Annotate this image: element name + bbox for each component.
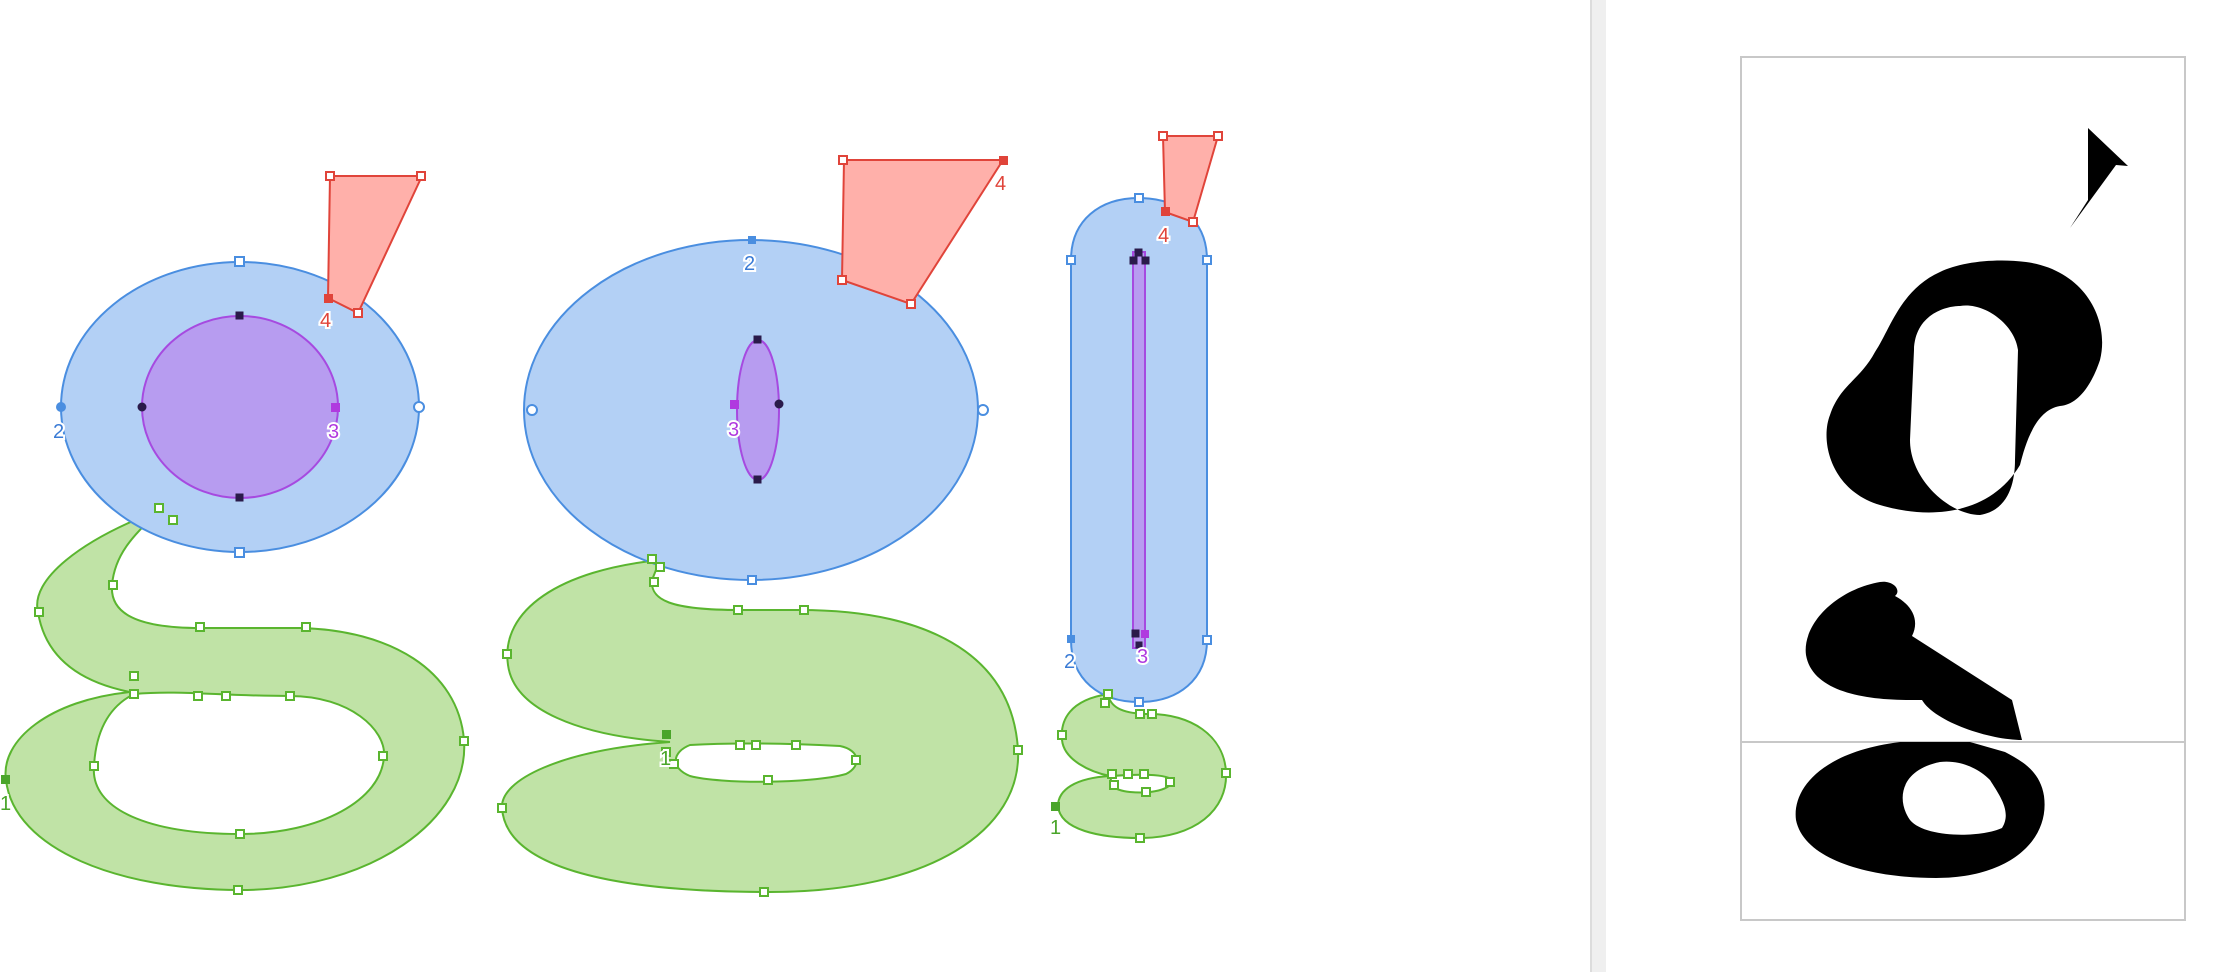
contour-1-label: 1 <box>660 748 671 770</box>
contour-4-shape[interactable] <box>1161 135 1220 224</box>
preview-svg <box>1740 56 2186 921</box>
glyph-editor-canvas[interactable]: 1 2 3 4 <box>0 0 1590 972</box>
contour-3-shape[interactable] <box>736 339 780 481</box>
glyph-g-wide[interactable]: 1 2 3 4 <box>0 171 469 895</box>
glyph-g-narrow[interactable]: 1 2 3 4 <box>1048 131 1231 843</box>
preview-glyph-g <box>1795 128 2128 878</box>
contour-3-label: 3 <box>1137 646 1148 668</box>
preview-frame <box>1740 56 2186 921</box>
preview-middle-loop <box>1805 581 2022 740</box>
contour-3-shape[interactable] <box>1132 251 1146 649</box>
preview-lower-bowl <box>1795 742 2045 878</box>
preview-hairline <box>1880 748 1912 764</box>
pane-splitter[interactable] <box>1590 0 1606 972</box>
contour-3-label: 3 <box>728 419 739 441</box>
contour-1-shape[interactable] <box>4 509 466 892</box>
glyph-g-medium[interactable]: 1 2 3 4 <box>497 155 1023 897</box>
contour-4-label: 4 <box>995 173 1006 195</box>
point-handles[interactable] <box>1 171 469 895</box>
contour-4-label: 4 <box>1158 225 1169 247</box>
contour-1-label: 1 <box>1050 817 1061 839</box>
contour-1-label: 1 <box>0 793 11 815</box>
contour-2-label: 2 <box>744 253 755 275</box>
point-handles[interactable] <box>497 155 1023 897</box>
contour-4-label: 4 <box>320 310 331 332</box>
glyph-editor-svg[interactable]: 1 2 3 4 <box>0 0 1590 972</box>
contour-3-shape[interactable] <box>141 315 339 499</box>
contour-4-shape[interactable] <box>840 159 1005 306</box>
contour-4-shape[interactable] <box>326 175 424 315</box>
contour-2-label: 2 <box>53 421 64 443</box>
point-handles[interactable] <box>1051 131 1231 843</box>
contour-2-label: 2 <box>1064 651 1075 673</box>
contour-1-shape[interactable] <box>500 558 1020 894</box>
contour-3-label: 3 <box>328 421 339 443</box>
preview-pane <box>1606 0 2224 972</box>
preview-accent <box>2070 128 2128 228</box>
preview-top-bowl <box>1826 260 2103 515</box>
